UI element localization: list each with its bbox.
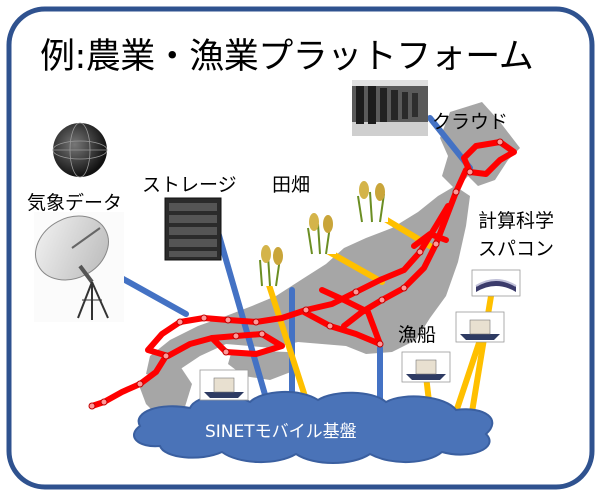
datacenter-rack xyxy=(368,86,376,124)
network-node xyxy=(378,296,386,304)
fishing-boat-icon xyxy=(199,369,249,401)
globe-icon xyxy=(52,122,108,178)
rice-grain xyxy=(273,247,283,265)
rice-grain xyxy=(375,183,385,201)
network-node xyxy=(200,314,208,322)
datacenter-rack xyxy=(380,88,387,122)
datacenter-rack xyxy=(356,86,364,124)
rice-plant-icon xyxy=(255,244,285,287)
fishing-boat-cabin xyxy=(213,377,235,393)
network-node xyxy=(452,188,460,196)
diagram-title: 例:農業・漁業プラットフォーム xyxy=(40,37,534,77)
label-cloud: クラウド xyxy=(432,111,509,133)
network-node xyxy=(162,352,170,360)
network-node xyxy=(352,288,360,296)
network-honshu-east xyxy=(341,167,469,329)
network-chugoku xyxy=(145,319,265,359)
server-bay xyxy=(169,251,217,257)
network-node xyxy=(496,138,504,146)
network-node xyxy=(88,402,96,410)
datacenter-rack xyxy=(402,92,408,119)
label-field: 田畑 xyxy=(272,174,311,196)
supercomputer-icon xyxy=(471,269,521,297)
label-storage: ストレージ xyxy=(142,174,237,196)
dish-feed xyxy=(71,227,101,249)
network-node xyxy=(432,240,440,248)
supercomputer-body xyxy=(476,280,516,292)
fishing-boat-hull xyxy=(406,374,446,380)
server-rack-icon xyxy=(164,197,222,261)
server-bay xyxy=(169,239,217,247)
label-computational-science: 計算科学 xyxy=(478,210,555,232)
network-node xyxy=(224,316,232,324)
link-compute xyxy=(469,287,495,415)
satellite-dish-icon xyxy=(34,212,124,322)
network-node xyxy=(222,348,230,356)
fishing-boat-icon xyxy=(401,351,451,383)
dish-mount xyxy=(78,264,94,284)
network-node xyxy=(466,168,474,176)
rice-grain xyxy=(309,213,319,231)
datacenter-rack xyxy=(412,93,418,117)
network-node xyxy=(252,318,260,326)
server-bay xyxy=(169,215,217,223)
label-sinet-mobile: SINETモバイル基盤 xyxy=(205,422,357,442)
network-tohoku-spur xyxy=(411,231,449,249)
network-node xyxy=(416,248,424,256)
label-fishing-boat: 漁船 xyxy=(398,324,437,346)
link-boat-2 xyxy=(453,337,483,415)
fishing-boat-icon xyxy=(455,311,505,343)
rice-plant-icon xyxy=(354,176,388,223)
datacenter-floor xyxy=(352,122,428,136)
network-nodes xyxy=(88,138,504,410)
network-node xyxy=(400,284,408,292)
network-node xyxy=(100,398,108,406)
server-bay xyxy=(169,203,217,211)
network-node xyxy=(232,332,240,340)
fishing-boat-hull xyxy=(460,334,500,340)
rice-plant-icon xyxy=(304,210,336,255)
fishing-boat-cabin xyxy=(415,359,437,375)
network-node xyxy=(302,306,310,314)
datacenter-icon xyxy=(352,80,428,136)
network-node xyxy=(258,330,266,338)
network-node xyxy=(136,380,144,388)
rice-grain xyxy=(261,245,271,263)
network-node xyxy=(376,340,384,348)
network-node xyxy=(176,318,184,326)
rice-grain xyxy=(323,215,333,233)
japan-honshu xyxy=(146,186,470,378)
fishing-boat-hull xyxy=(204,392,244,398)
server-bay xyxy=(169,227,217,235)
label-supercomputer: スパコン xyxy=(478,238,555,260)
rice-grain xyxy=(359,181,369,199)
sinet-cloud-shape xyxy=(133,390,494,464)
datacenter-rack xyxy=(391,90,398,120)
network-node xyxy=(326,322,334,330)
fishing-boat-cabin xyxy=(469,319,491,335)
supercomputer-top xyxy=(475,279,517,287)
label-weather-data: 気象データ xyxy=(27,192,123,214)
datacenter-ceiling xyxy=(352,80,428,86)
network-shikoku-loop xyxy=(209,331,285,357)
